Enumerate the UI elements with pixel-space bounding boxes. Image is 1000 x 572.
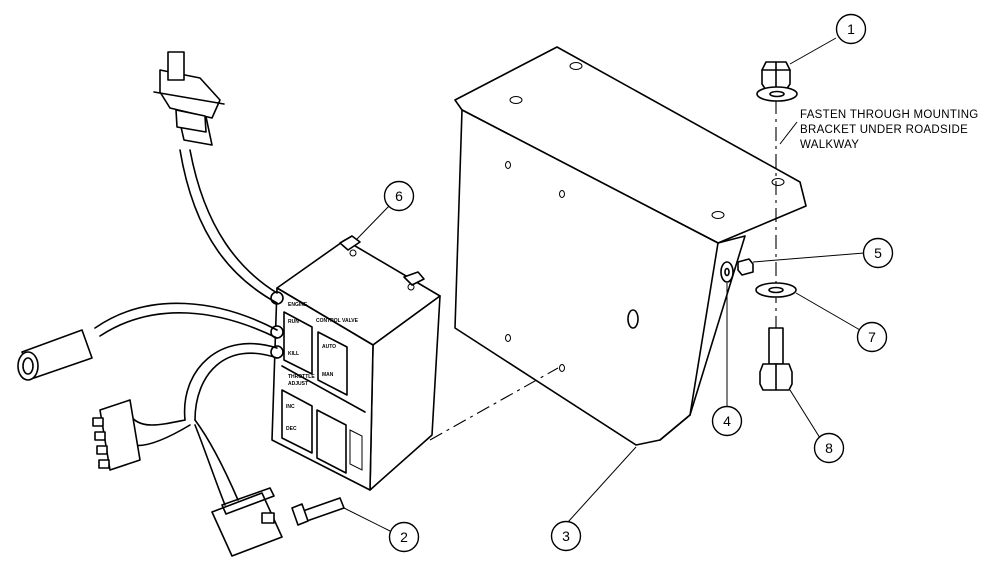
callout-2: 2: [388, 521, 420, 553]
svg-text:7: 7: [868, 329, 876, 345]
small-nut: [737, 258, 754, 276]
svg-text:5: 5: [874, 245, 882, 261]
note-line-2: BRACKET UNDER ROADSIDE: [800, 124, 968, 136]
kill-label: KILL: [288, 351, 299, 357]
svg-text:1: 1: [847, 21, 855, 37]
flat-washer-top: [756, 86, 798, 102]
auto-label: AUTO: [322, 344, 336, 350]
inc-label: INC: [286, 404, 295, 410]
leader-lines: [343, 37, 865, 533]
bolt-long: [291, 497, 345, 526]
callout-1: 1: [835, 13, 867, 45]
callout-3: 3: [550, 520, 582, 552]
svg-text:2: 2: [400, 529, 408, 545]
callout-4: 4: [711, 405, 743, 437]
run-label: RUN: [288, 319, 299, 325]
hex-bolt-lower: [759, 327, 793, 391]
callout-8: 8: [813, 432, 845, 464]
svg-text:3: 3: [562, 528, 570, 544]
note-line-3: WALKWAY: [800, 139, 859, 151]
small-washer: [720, 261, 734, 283]
wiring-harness: [17, 51, 283, 557]
callout-6: 6: [383, 180, 415, 212]
adjust-label: ADJUST: [288, 381, 308, 387]
assembly-note: FASTEN THROUGH MOUNTING BRACKET UNDER RO…: [800, 109, 979, 151]
callout-7: 7: [856, 321, 888, 353]
man-label: MAN: [322, 372, 334, 378]
mounting-bracket: [454, 46, 807, 446]
control-valve-label: CONTROL VALVE: [316, 318, 359, 324]
throttle-label: THROTTLE: [288, 374, 315, 380]
svg-text:6: 6: [395, 188, 403, 204]
svg-text:4: 4: [723, 413, 731, 429]
dec-label: DEC: [286, 426, 297, 432]
engine-label: ENGINE: [288, 302, 308, 308]
svg-text:8: 8: [825, 440, 833, 456]
hex-nut-top: [761, 61, 791, 91]
note-line-1: FASTEN THROUGH MOUNTING: [800, 109, 979, 121]
flat-washer-lower: [755, 282, 797, 298]
control-box: ENGINE CONTROL VALVE THROTTLE ADJUST RUN…: [270, 235, 441, 491]
callout-5: 5: [862, 237, 894, 269]
